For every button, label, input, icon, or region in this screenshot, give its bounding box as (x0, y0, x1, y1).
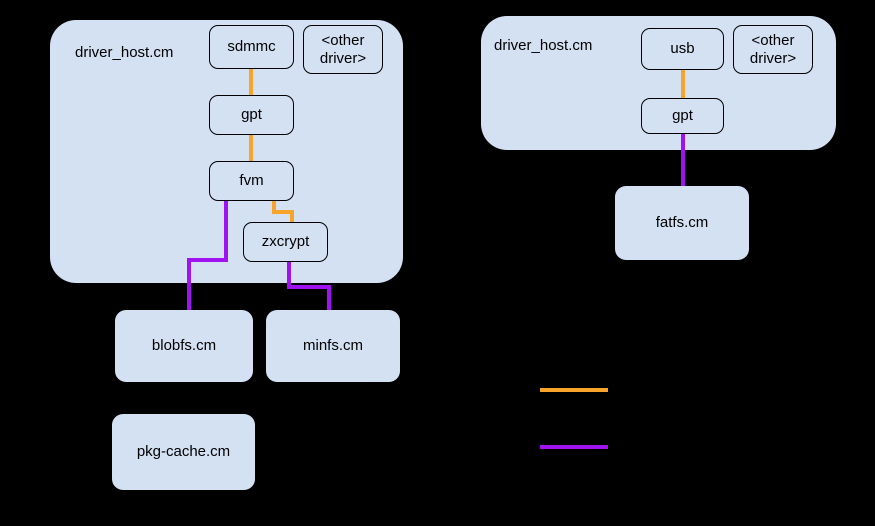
component-node-blobfs[interactable]: blobfs.cm (115, 310, 253, 382)
legend-swatch-purple (540, 445, 608, 449)
driver-node-gpt-left[interactable]: gpt (209, 95, 294, 135)
driver-node-zxcrypt[interactable]: zxcrypt (243, 222, 328, 262)
edge-fvm-blobfs-seg2 (187, 258, 228, 262)
edge-zxcrypt-minfs-seg2 (287, 285, 331, 289)
driver-node-other-driver-right[interactable]: <other driver> (733, 25, 813, 74)
component-node-minfs[interactable]: minfs.cm (266, 310, 400, 382)
driver-host-label-right: driver_host.cm (494, 37, 593, 54)
edge-gpt-fatfs (681, 132, 685, 188)
edge-gpt-fvm (249, 131, 253, 163)
component-node-fatfs[interactable]: fatfs.cm (615, 186, 749, 260)
component-node-pkg-cache[interactable]: pkg-cache.cm (112, 414, 255, 490)
edge-zxcrypt-minfs-seg1 (287, 260, 291, 289)
edge-fvm-blobfs-seg1 (224, 199, 228, 262)
driver-node-sdmmc[interactable]: sdmmc (209, 25, 294, 69)
driver-node-gpt-right[interactable]: gpt (641, 98, 724, 134)
edge-fvm-zxcrypt-seg2 (272, 210, 294, 214)
edge-usb-gpt (681, 70, 685, 100)
driver-node-usb[interactable]: usb (641, 28, 724, 70)
driver-node-fvm[interactable]: fvm (209, 161, 294, 201)
legend-swatch-orange (540, 388, 608, 392)
edge-zxcrypt-minfs-seg3 (327, 285, 331, 311)
edge-fvm-zxcrypt-seg1 (272, 199, 276, 214)
driver-node-other-driver-left[interactable]: <other driver> (303, 25, 383, 74)
driver-host-label-left: driver_host.cm (75, 44, 174, 61)
edge-fvm-blobfs-seg3 (187, 258, 191, 311)
edge-fvm-zxcrypt-seg3 (290, 210, 294, 224)
edge-sdmmc-gpt (249, 65, 253, 97)
